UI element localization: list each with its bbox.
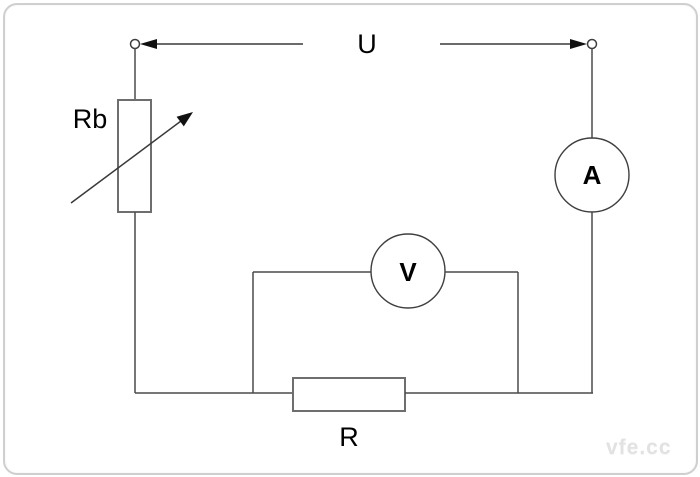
resistor-body xyxy=(292,377,406,412)
voltage-arrowhead-right xyxy=(570,39,587,49)
ammeter-label: A xyxy=(583,160,602,190)
voltmeter-circle xyxy=(370,233,446,309)
rheostat-label: Rb xyxy=(73,104,108,134)
terminal-node-left xyxy=(129,38,141,50)
voltmeter-label: V xyxy=(399,257,417,287)
watermark-text: vfe.cc xyxy=(606,436,672,459)
resistor-label: R xyxy=(339,422,359,452)
rheostat-arrow-line xyxy=(70,120,182,204)
voltage-arrowhead-left xyxy=(140,39,157,49)
voltage-label: U xyxy=(357,29,377,59)
rheostat-arrowhead xyxy=(176,112,193,127)
terminal-node-right xyxy=(586,38,598,50)
